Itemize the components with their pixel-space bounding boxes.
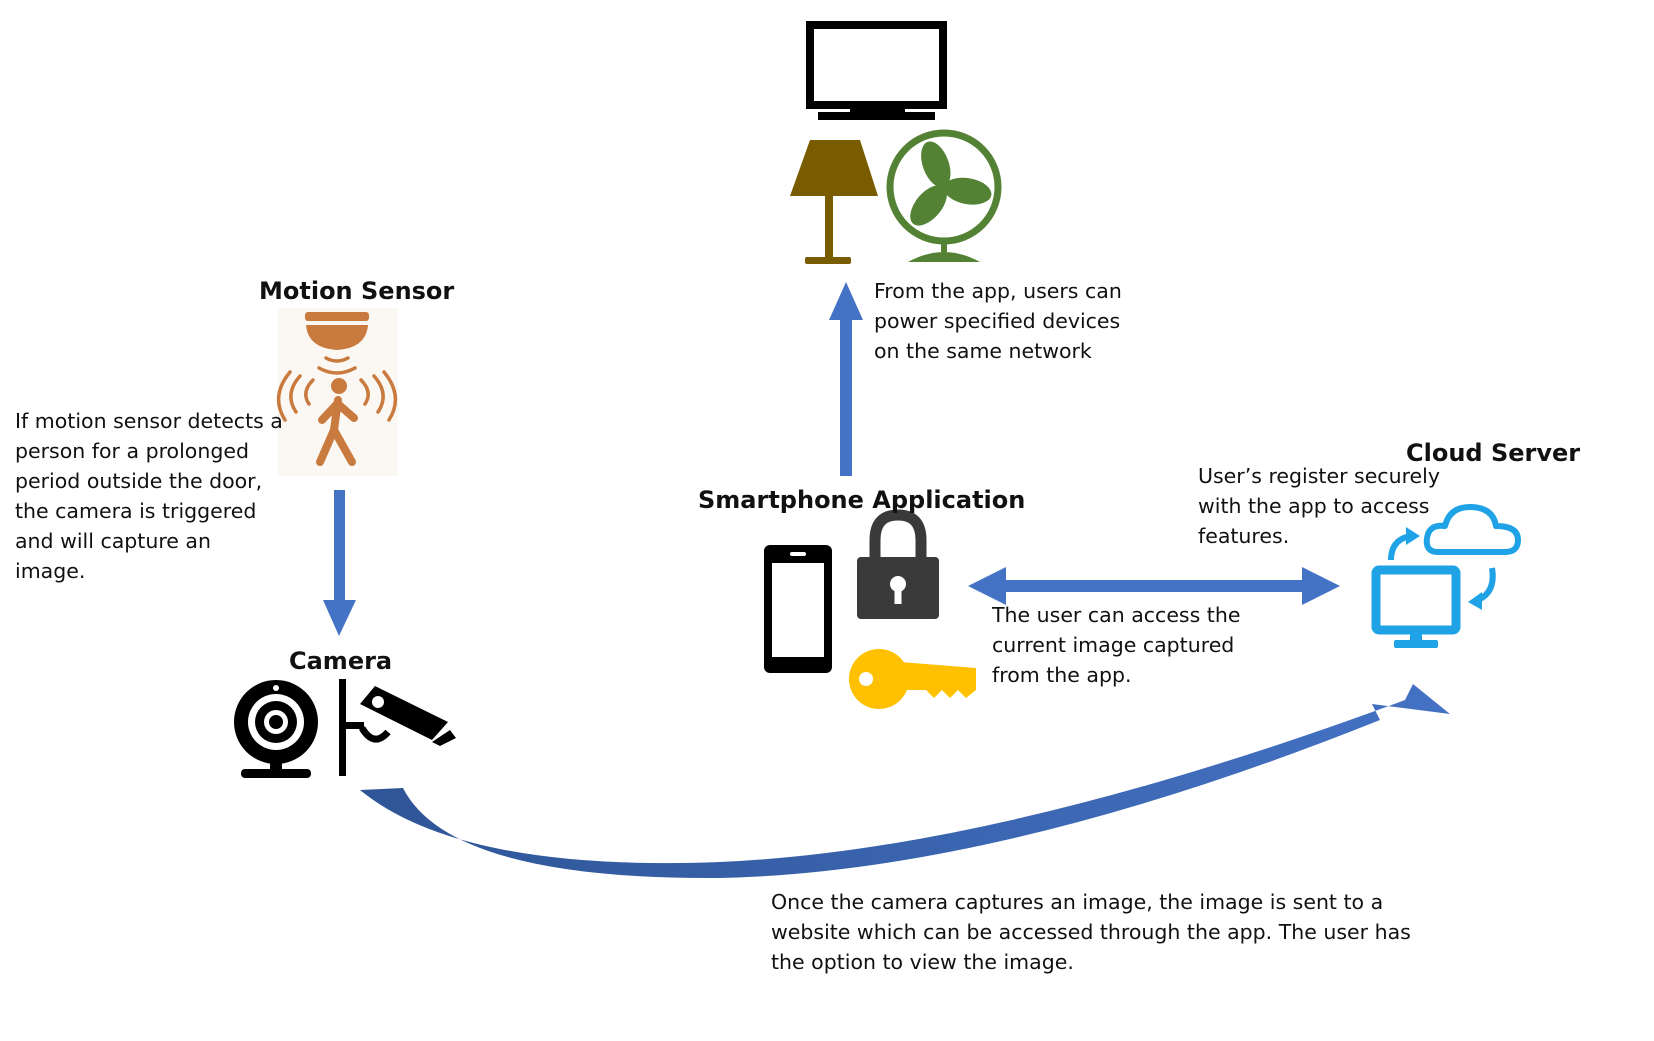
register-note-line: features. (1198, 524, 1290, 548)
cloud-server-icon (1371, 503, 1521, 648)
cloud-server-title: Cloud Server (1406, 439, 1581, 467)
motion-sensor-icon (276, 308, 398, 476)
arrow-camera-to-cloud (360, 684, 1450, 879)
devices-note-line: power specified devices (874, 309, 1121, 333)
motion-note-line: person for a prolonged (15, 439, 249, 463)
access-note: The user can access the current image ca… (992, 600, 1240, 690)
access-note-line: The user can access the (992, 603, 1241, 627)
camera-title: Camera (289, 647, 393, 675)
devices-note: From the app, users can power specified … (874, 276, 1122, 366)
devices-note-line: on the same network (874, 339, 1092, 363)
arrow-app-cloud (968, 567, 1340, 605)
television-icon (806, 21, 947, 120)
motion-note-line: period outside the door, (15, 469, 263, 493)
padlock-icon (857, 509, 939, 619)
fan-icon (886, 129, 1002, 262)
floor-lamp-icon (790, 140, 878, 264)
webcam-icon (234, 680, 318, 778)
arrow-to-devices (829, 282, 863, 476)
upload-note-line: Once the camera captures an image, the i… (771, 890, 1384, 914)
motion-sensor-title: Motion Sensor (259, 277, 455, 305)
key-icon (849, 649, 976, 709)
smartphone-application-title: Smartphone Application (698, 486, 1026, 514)
access-note-line: from the app. (992, 663, 1132, 687)
register-note-line: User’s register securely (1198, 464, 1440, 488)
motion-note: If motion sensor detects a person for a … (15, 406, 283, 586)
upload-note: Once the camera captures an image, the i… (771, 887, 1411, 977)
motion-note-line: and will capture an (15, 529, 211, 553)
upload-note-line: website which can be accessed through th… (771, 920, 1411, 944)
register-note: User’s register securely with the app to… (1198, 461, 1440, 551)
security-camera-icon (339, 679, 456, 776)
devices-note-line: From the app, users can (874, 279, 1122, 303)
arrow-to-camera (323, 490, 356, 636)
access-note-line: current image captured (992, 633, 1235, 657)
motion-note-line: the camera is triggered (15, 499, 257, 523)
motion-note-line: If motion sensor detects a (15, 409, 283, 433)
motion-note-line: image. (15, 559, 86, 583)
register-note-line: with the app to access (1198, 494, 1430, 518)
upload-note-line: the option to view the image. (771, 950, 1074, 974)
smartphone-icon (764, 545, 832, 673)
